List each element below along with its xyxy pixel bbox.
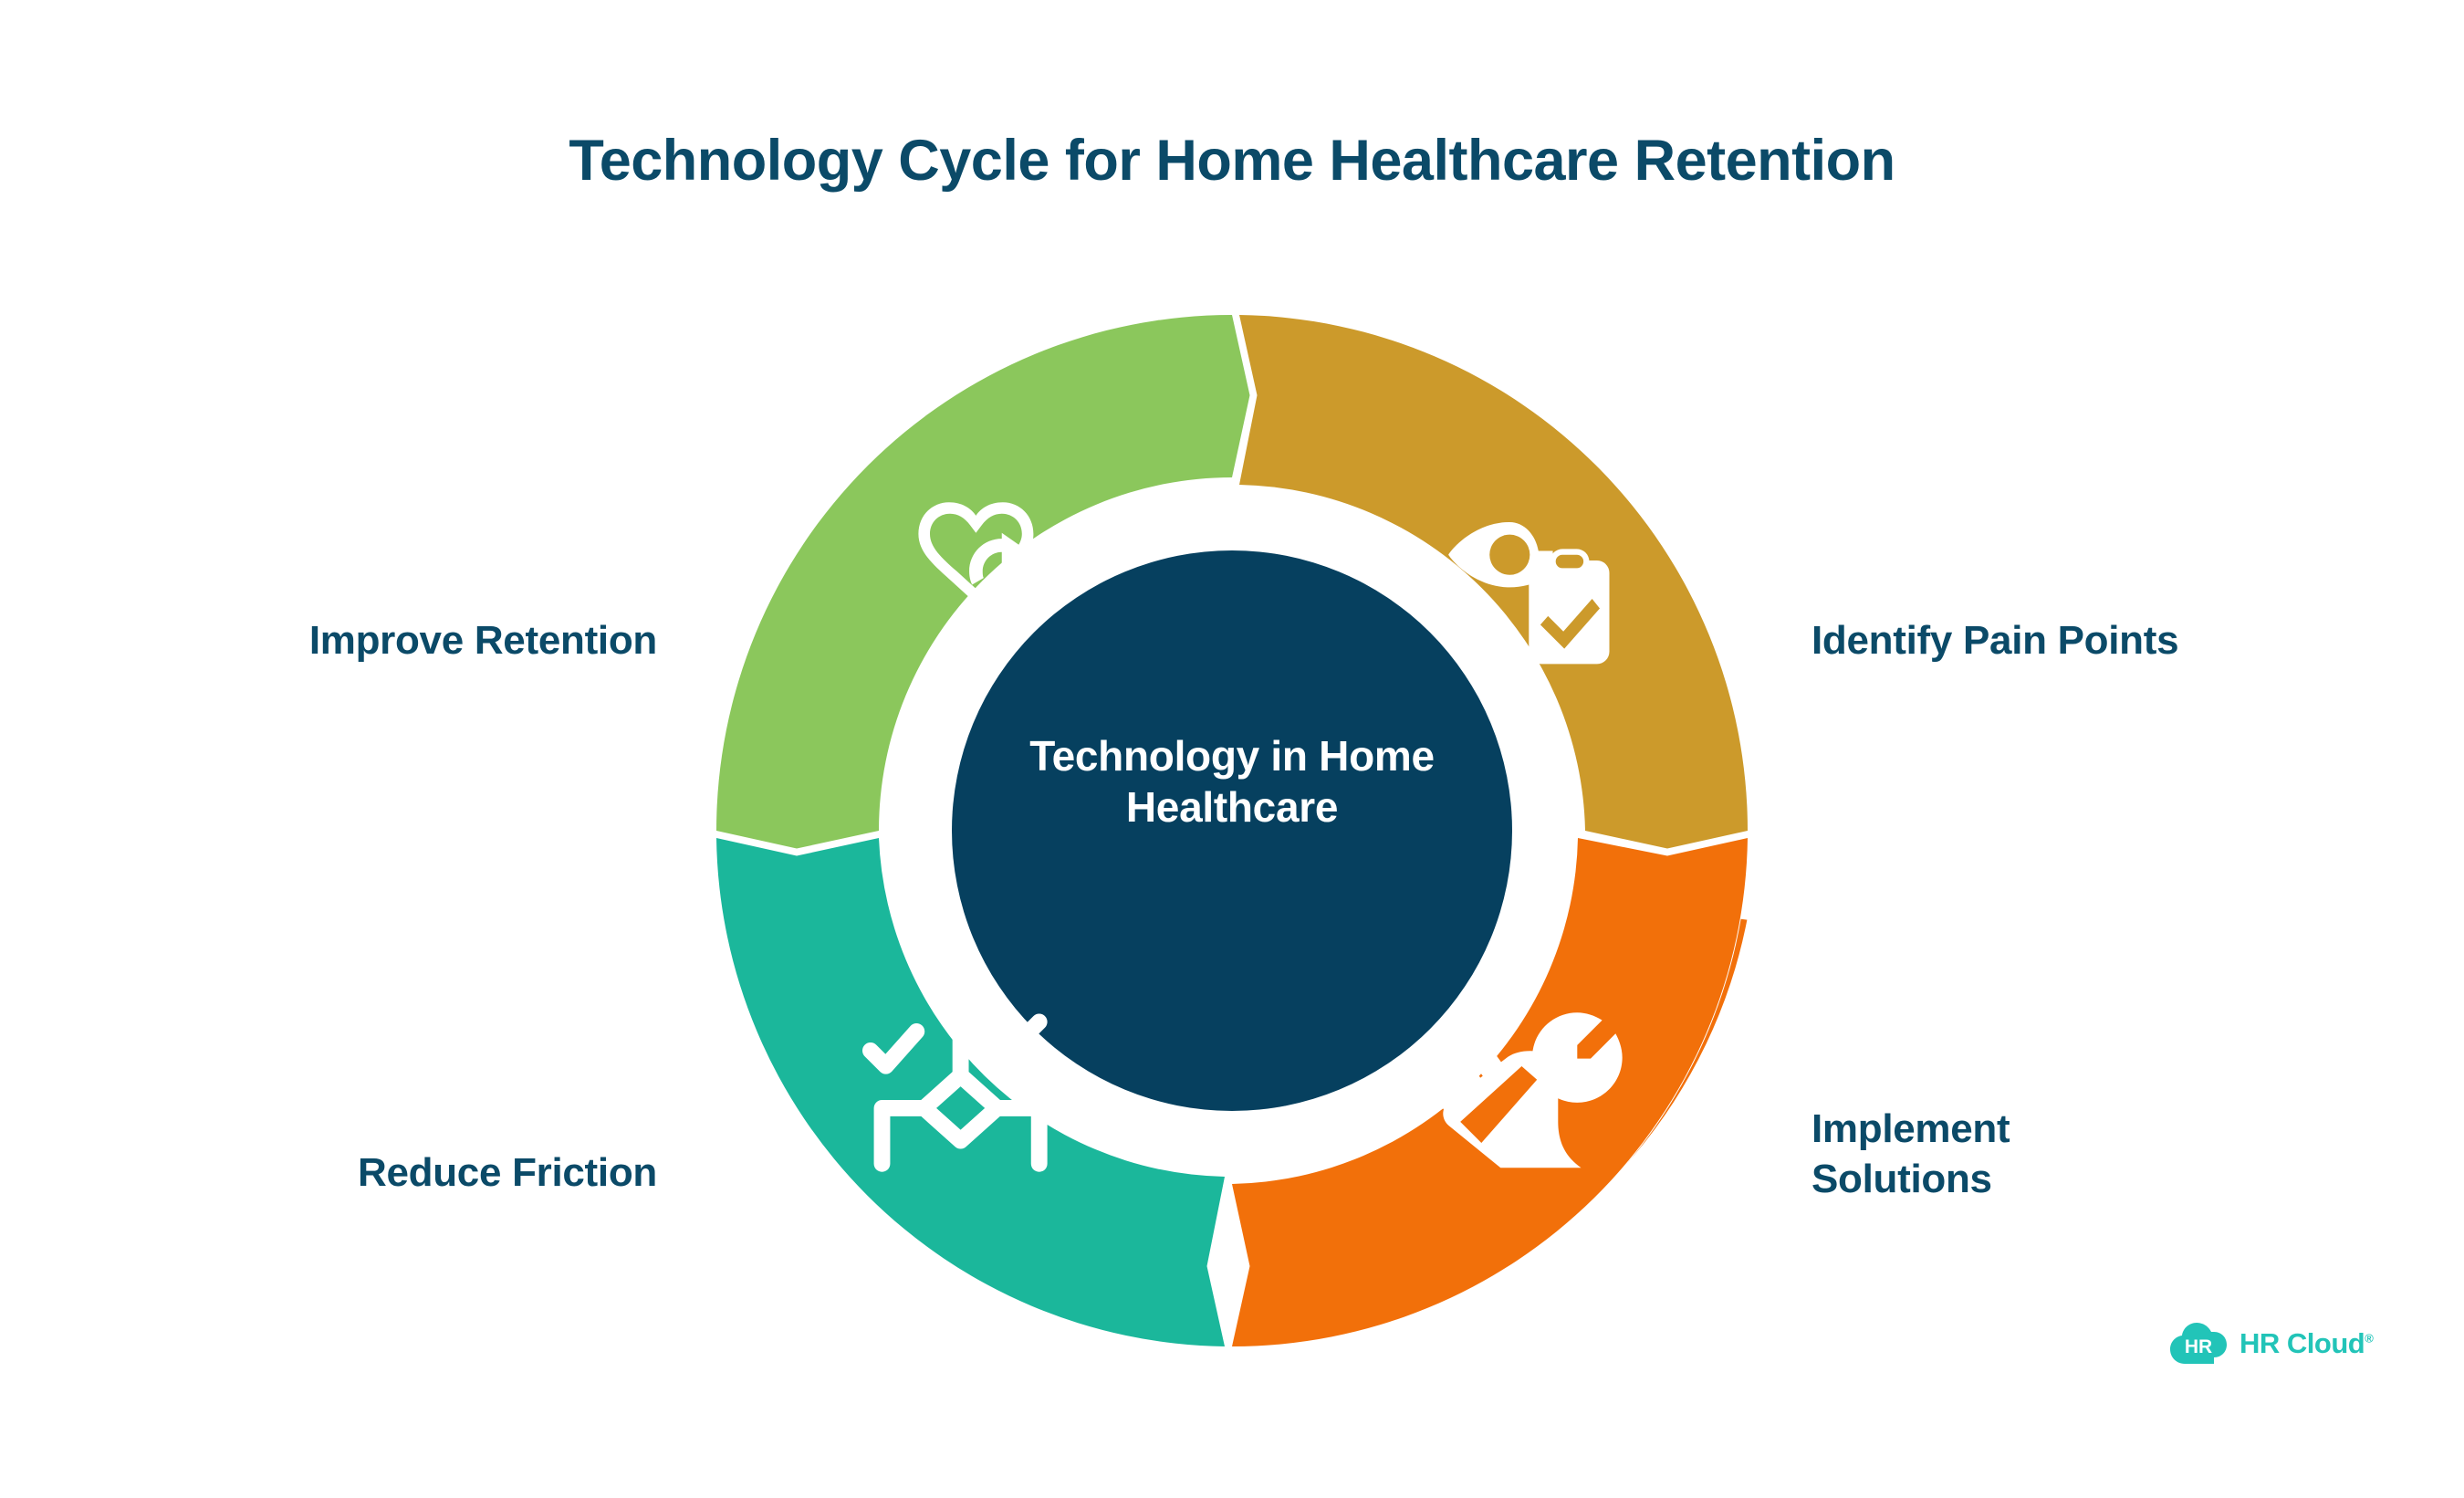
decision-check-x-icon [861, 1000, 1048, 1172]
segment-label-implement-solutions[interactable]: Implement Solutions [1811, 1105, 2377, 1204]
segment-label-improve-retention-line1: Improve Retention [308, 618, 657, 663]
segment-label-implement-solutions-line2: Solutions [1811, 1156, 1992, 1201]
segment-label-reduce-friction-line1: Reduce Friction [358, 1150, 657, 1195]
eye-clipboard-icon [1448, 522, 1610, 665]
ring-final [716, 315, 1748, 1346]
hr-cloud-logo[interactable]: HR HR Cloud® [2170, 1322, 2374, 1366]
page-title: Technology Cycle for Home Healthcare Ret… [569, 129, 1895, 193]
segment-label-implement-solutions-line1: Implement [1811, 1106, 2010, 1151]
registered-trademark-icon: ® [2365, 1331, 2374, 1346]
segment-label-identify-pain-points[interactable]: Identify Pain Points [1811, 616, 2377, 666]
center-circle [952, 550, 1512, 1111]
segment-label-identify-pain-points-line1: Identify Pain Points [1811, 618, 2179, 663]
segment-label-improve-retention[interactable]: Improve Retention [110, 616, 657, 666]
hand-wrench-icon [1432, 1012, 1623, 1168]
hr-cloud-wordmark-text: HR Cloud [2240, 1327, 2365, 1359]
cycle-donut-chart [716, 315, 1748, 1346]
hr-cloud-cloud-icon: HR [2170, 1323, 2227, 1364]
hr-cloud-mark-text: HR [2185, 1336, 2212, 1357]
donut-svg [716, 315, 1748, 1346]
segment-label-reduce-friction[interactable]: Reduce Friction [110, 1148, 657, 1199]
heart-refresh-icon [918, 502, 1035, 610]
hr-cloud-wordmark: HR Cloud® [2240, 1327, 2374, 1360]
arc-improve-retention[interactable] [716, 315, 1250, 849]
